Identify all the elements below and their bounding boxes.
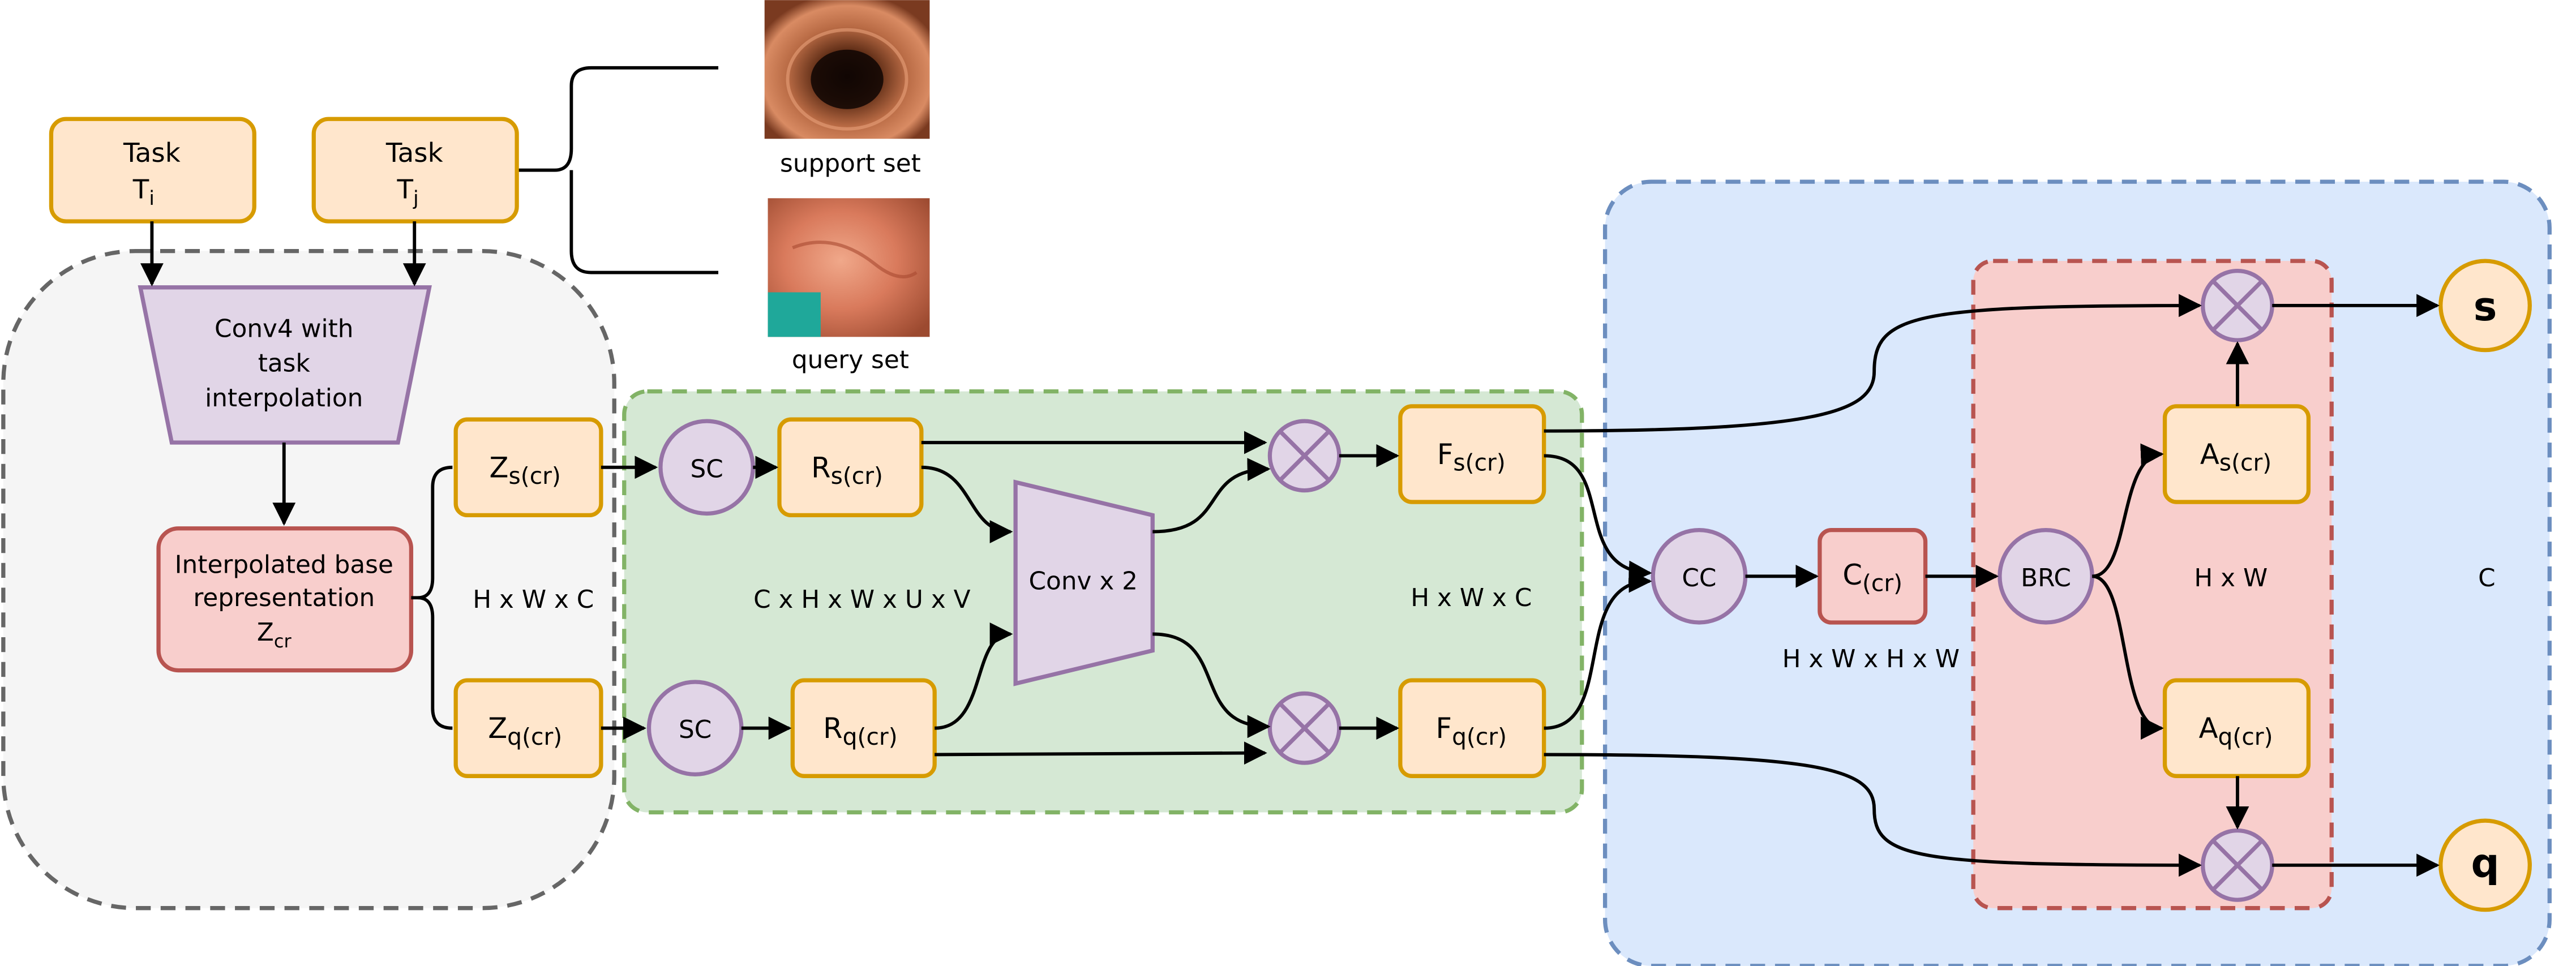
connectors	[140, 221, 2440, 877]
a-q-box: Aq(cr)	[2162, 678, 2311, 778]
brc-node: BRC	[1998, 527, 2094, 625]
r-s-box: Rs(cr)	[777, 417, 924, 518]
encoder-line3: interpolation	[205, 384, 363, 413]
svg-text:Rq(cr): Rq(cr)	[823, 712, 897, 750]
interp-line1: Interpolated base	[175, 550, 393, 579]
dim-hwc-right: H x W x C	[1411, 583, 1532, 612]
c-cr-box: C(cr)	[1818, 527, 1928, 625]
dim-chwuv: C x H x W x U x V	[753, 585, 971, 614]
task-tj-label: Tj	[396, 174, 418, 210]
r-q-box: Rq(cr)	[790, 678, 937, 778]
multiply-s-node	[2201, 268, 2274, 342]
svg-text:Rs(cr): Rs(cr)	[811, 451, 883, 490]
z-q-box: Zq(cr)	[453, 678, 603, 778]
encoder-line1: Conv4 with	[215, 314, 354, 343]
support-set-image	[764, 0, 930, 139]
svg-text:SC: SC	[679, 715, 711, 744]
image-bracket	[518, 66, 719, 274]
svg-text:s: s	[2474, 284, 2497, 330]
f-q-box: Fq(cr)	[1398, 678, 1546, 778]
conv2-trapezoid: Conv x 2	[1013, 479, 1155, 686]
interpolated-representation-box: Interpolated base representation Zcr	[156, 526, 414, 673]
query-set-caption: query set	[792, 346, 909, 375]
multiply-bottom-node	[1267, 691, 1341, 765]
svg-text:CC: CC	[1682, 564, 1716, 593]
dim-hwhw: H x W x H x W	[1782, 645, 1960, 673]
c-label: C	[2478, 564, 2496, 593]
encoder-trapezoid: Conv4 with task interpolation	[138, 285, 432, 445]
dim-hwc-left: H x W x C	[473, 585, 594, 614]
svg-text:Conv x 2: Conv x 2	[1029, 567, 1138, 596]
svg-text:Zq(cr): Zq(cr)	[488, 712, 562, 750]
svg-text:SC: SC	[690, 454, 723, 483]
task-ti-box: Task Ti	[49, 117, 256, 224]
sc-top-node: SC	[658, 419, 755, 516]
encoder-line2: task	[258, 349, 311, 378]
sc-bottom-node: SC	[646, 680, 744, 777]
svg-text:Fs(cr): Fs(cr)	[1437, 438, 1506, 476]
task-ti-title: Task	[123, 138, 181, 169]
svg-text:Aq(cr): Aq(cr)	[2199, 712, 2273, 750]
dim-hw: H x W	[2194, 564, 2268, 593]
support-set-caption: support set	[780, 149, 921, 178]
svg-text:Fq(cr): Fq(cr)	[1436, 712, 1507, 750]
svg-text:q: q	[2471, 840, 2499, 886]
f-s-box: Fs(cr)	[1398, 404, 1546, 504]
output-s-node: s	[2438, 259, 2532, 353]
task-tj-box: Task Tj	[311, 117, 519, 224]
cc-node: CC	[1651, 527, 1748, 625]
multiply-q-node	[2201, 828, 2274, 902]
z-s-box: Zs(cr)	[453, 417, 603, 518]
task-ti-label: Ti	[132, 174, 155, 210]
interp-symbol: Zcr	[257, 618, 292, 652]
svg-text:Zs(cr): Zs(cr)	[490, 451, 561, 490]
query-set-image	[768, 198, 930, 337]
svg-text:As(cr): As(cr)	[2200, 438, 2271, 476]
task-tj-title: Task	[385, 138, 443, 169]
a-s-box: As(cr)	[2162, 404, 2311, 504]
output-q-node: q	[2438, 818, 2532, 912]
interp-line2: representation	[193, 583, 375, 612]
svg-text:BRC: BRC	[2021, 564, 2071, 593]
multiply-top-node	[1267, 419, 1341, 493]
svg-text:C(cr): C(cr)	[1842, 559, 1902, 597]
